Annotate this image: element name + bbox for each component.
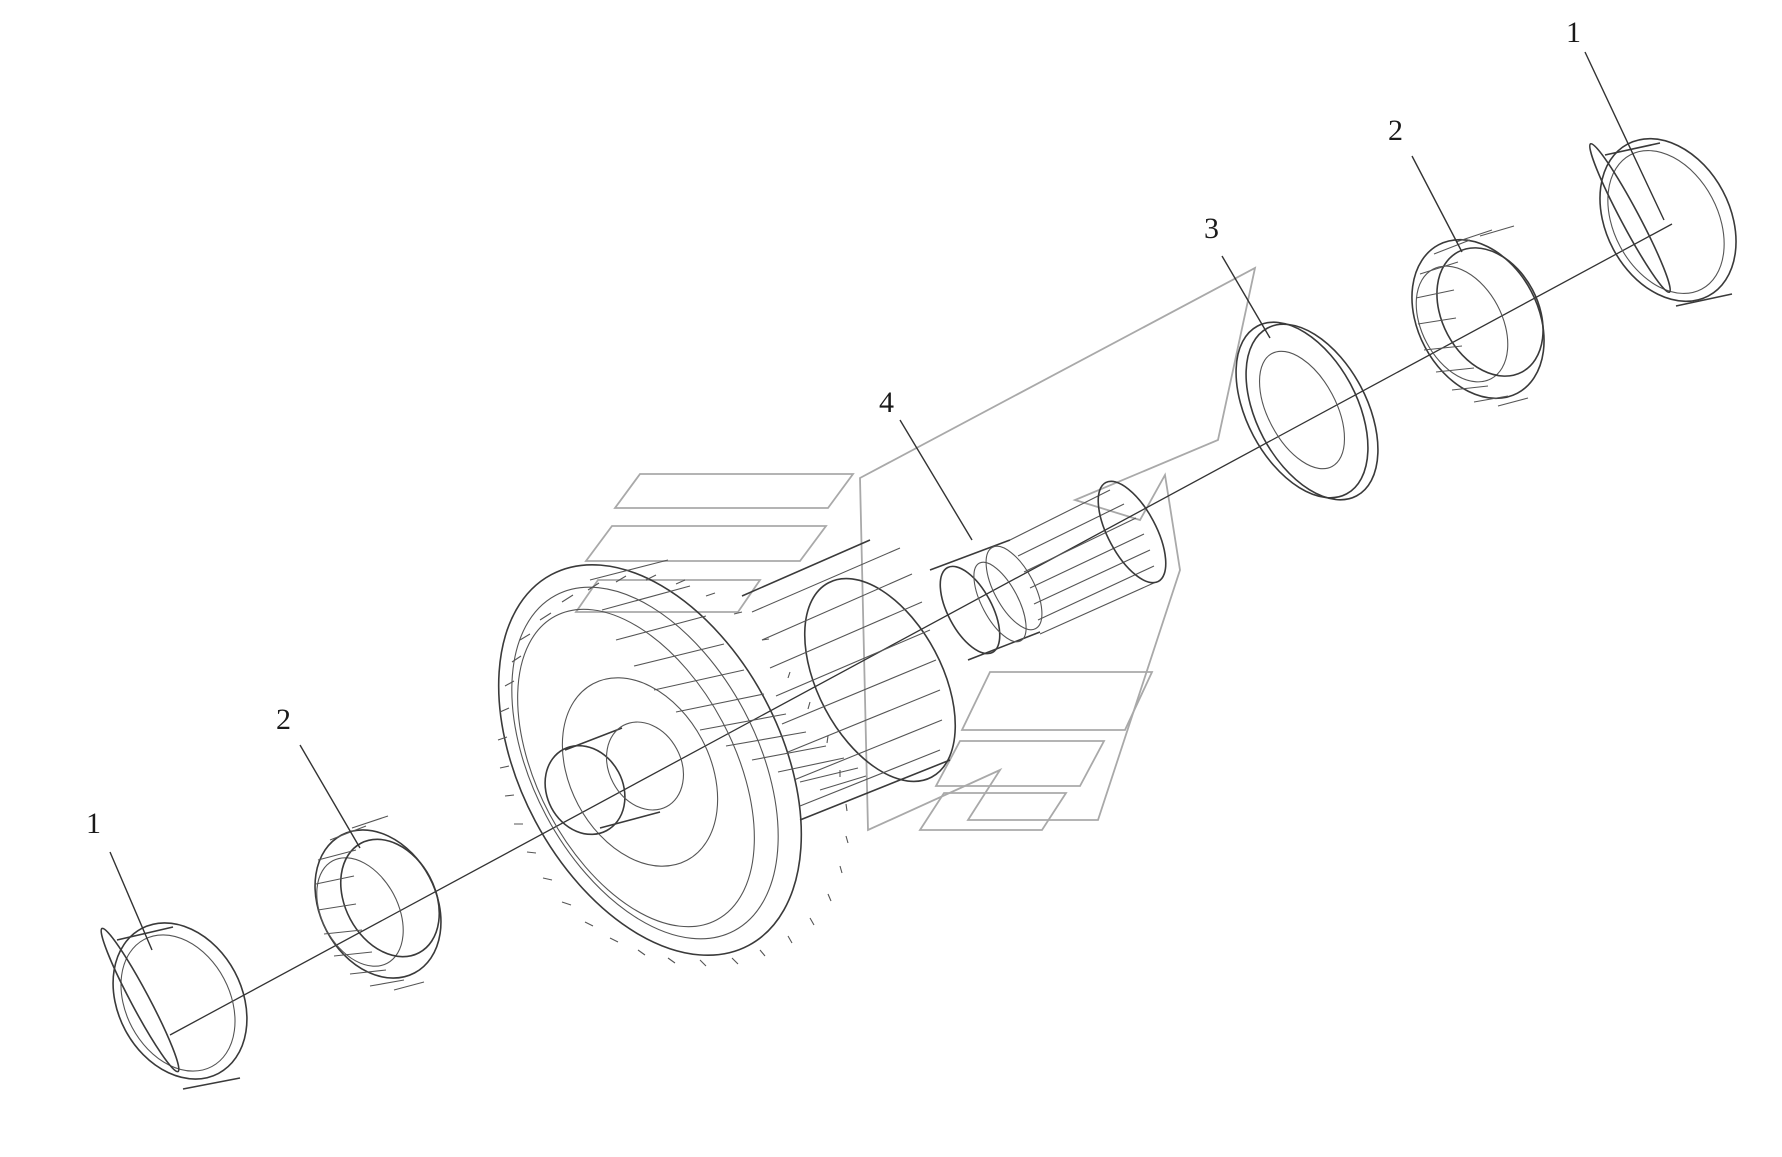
right-bearing-cup [1588, 137, 1737, 307]
callout-label-shaft-gear: 4 [879, 386, 894, 419]
right-bearing-cone [1411, 225, 1545, 407]
leader-line-left-cone [299, 744, 361, 849]
leader-line-right-cup [1584, 51, 1665, 221]
leader-line-left-cup [109, 851, 153, 951]
leader-lines [109, 51, 1665, 951]
callout-label-left-cone: 2 [276, 703, 291, 736]
callout-label-right-cone: 2 [1388, 114, 1403, 147]
callout-labels: 1 2 3 4 2 1 [86, 16, 1581, 840]
spacer-ring [1235, 321, 1379, 501]
shaft-gear-assembly [497, 480, 1167, 967]
leader-line-spacer [1221, 255, 1271, 339]
leader-line-shaft [899, 419, 973, 541]
left-bearing-cup [100, 922, 248, 1090]
left-bearing-cone [314, 815, 442, 991]
callout-label-spacer-ring: 3 [1204, 212, 1219, 245]
callout-label-right-cup: 1 [1566, 16, 1581, 49]
watermark-logo [574, 266, 1257, 832]
leader-line-right-cone [1411, 155, 1463, 253]
callout-label-left-cup: 1 [86, 807, 101, 840]
